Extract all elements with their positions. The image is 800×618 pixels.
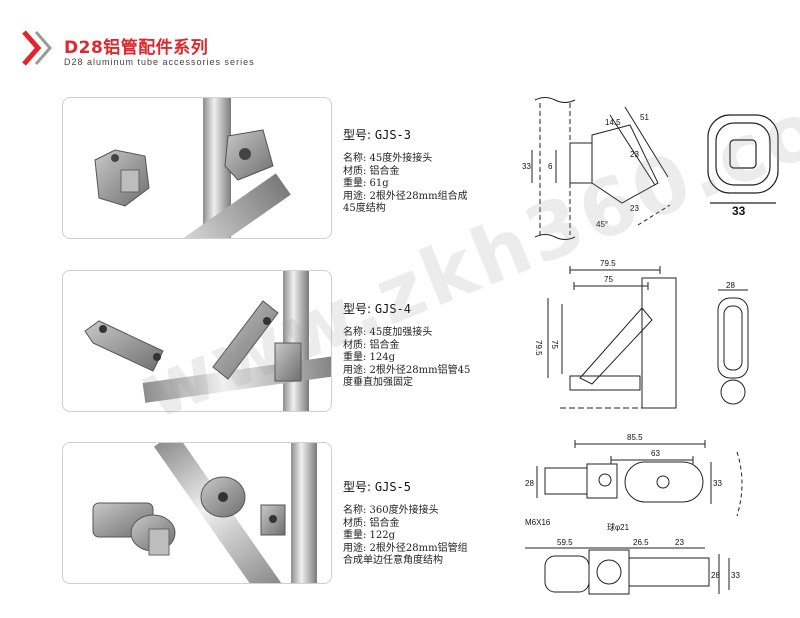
product-specs-gjs-5: 型号: GJS-5 名称: 360度外接接头 材质: 铝合金 重量: 122g … xyxy=(343,478,513,568)
product-specs-gjs-3: 型号: GJS-3 名称: 45度外接接头 材质: 铝合金 重量: 61g 用途… xyxy=(343,126,513,216)
dim-label: 51 xyxy=(640,113,649,122)
model-code: GJS-4 xyxy=(374,302,411,316)
dim-label: 75 xyxy=(604,275,613,284)
chevron-logo-icon xyxy=(22,30,52,66)
model-label: 型号: xyxy=(343,480,372,494)
spec-usage-continued: 度垂直加强固定 xyxy=(343,377,413,388)
dim-label: 14.5 xyxy=(605,118,621,127)
spec-usage-continued: 45度结构 xyxy=(343,203,386,214)
dim-label: 79.5 xyxy=(600,259,616,268)
model-code: GJS-3 xyxy=(374,128,411,142)
product-photo-gjs-3 xyxy=(62,97,332,239)
spec-material: 材质: 铝合金 xyxy=(343,339,400,351)
spec-weight: 重量: 124g xyxy=(343,352,396,363)
dim-label: 28 xyxy=(525,479,534,488)
dim-label: 28 xyxy=(726,281,735,290)
dim-label: 33 xyxy=(522,162,531,171)
dim-label: 63 xyxy=(651,449,660,458)
spec-name: 名称: 45度外接接头 xyxy=(343,153,433,164)
dim-label: 球φ21 xyxy=(607,522,630,532)
dim-label: 26.5 xyxy=(633,538,649,547)
dim-label: M6X16 xyxy=(525,518,551,527)
model-title: 型号: GJS-3 xyxy=(343,126,513,143)
product-specs-gjs-4: 型号: GJS-4 名称: 45度加强接头 材质: 铝合金 重量: 124g 用… xyxy=(343,300,513,390)
model-code: GJS-5 xyxy=(374,480,411,494)
dim-label: 85.5 xyxy=(627,433,643,442)
spec-weight: 重量: 122g xyxy=(343,530,396,541)
model-title: 型号: GJS-5 xyxy=(343,478,513,495)
dim-label: 33 xyxy=(731,571,740,580)
page-header: D28铝管配件系列 D28 aluminum tube accessories … xyxy=(20,28,320,72)
page-subtitle: D28 aluminum tube accessories series xyxy=(64,57,255,67)
product-photo-gjs-4 xyxy=(62,270,332,412)
page-title: D28铝管配件系列 xyxy=(64,38,209,58)
drawing-gjs-3: 14.5 51 33 23 6 23 45° 33 xyxy=(522,97,779,240)
model-label: 型号: xyxy=(343,302,372,316)
dim-label: 45° xyxy=(596,220,608,229)
model-title: 型号: GJS-4 xyxy=(343,300,513,317)
drawing-gjs-4: 79.5 75 79.5 75 28 xyxy=(534,259,749,409)
drawing-gjs-5: 85.5 63 28 33 M6X16 球φ21 59.5 26.5 23 28… xyxy=(525,433,743,595)
model-label: 型号: xyxy=(343,128,372,142)
spec-usage: 用途: 2根外径28mm铝管45 xyxy=(343,364,471,376)
dim-label: 33 xyxy=(713,479,722,488)
spec-material: 材质: 铝合金 xyxy=(343,165,400,177)
dim-label: 23 xyxy=(630,204,639,213)
dim-label: 59.5 xyxy=(557,538,573,547)
spec-usage: 用途: 2根外径28mm铝管组 xyxy=(343,542,468,554)
spec-usage-continued: 合成单边任意角度结构 xyxy=(343,555,443,566)
spec-usage: 用途: 2根外径28mm组合成 xyxy=(343,190,468,202)
dim-label: 23 xyxy=(630,150,639,159)
spec-name: 名称: 360度外接接头 xyxy=(343,505,439,516)
product-photo-gjs-5 xyxy=(62,442,332,584)
dim-label: 75 xyxy=(550,340,559,349)
dim-label: 33 xyxy=(732,204,746,218)
spec-weight: 重量: 61g xyxy=(343,178,389,189)
spec-name: 名称: 45度加强接头 xyxy=(343,327,433,338)
dim-label: 79.5 xyxy=(534,340,543,356)
dim-label: 6 xyxy=(548,162,553,171)
spec-material: 材质: 铝合金 xyxy=(343,517,400,529)
dim-label: 28 xyxy=(711,571,720,580)
dim-label: 23 xyxy=(675,538,684,547)
